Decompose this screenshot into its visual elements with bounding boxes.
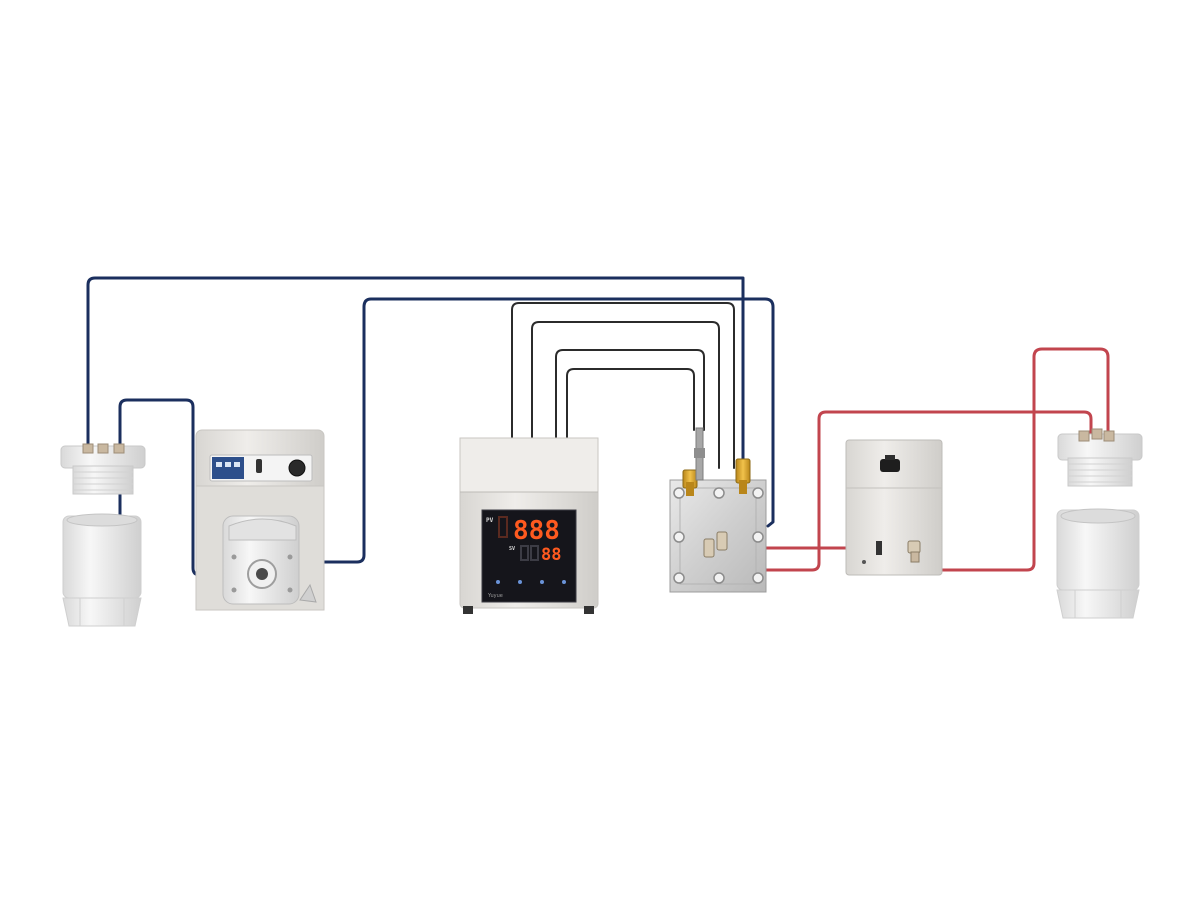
box-connector-icon [880, 459, 900, 472]
blue-tube-pump-to-cell [302, 297, 775, 564]
wire-2 [531, 321, 720, 469]
cell-bolt [752, 487, 764, 499]
peristaltic-pump [195, 429, 325, 611]
control-box [845, 439, 943, 576]
thermocouple-probe [694, 427, 705, 481]
cell-bolt [673, 531, 685, 543]
controller-display-panel: PV 888 SV 88 Yuyue [481, 509, 577, 603]
sv-tag: SV [509, 546, 515, 552]
blue-tubing [86, 276, 775, 577]
sv-readout: 88 [541, 545, 561, 565]
cell-bolt [752, 572, 764, 584]
cell-bolt [713, 572, 725, 584]
cell-bolt [673, 572, 685, 584]
wire-3 [555, 349, 705, 439]
cell-bolt [713, 487, 725, 499]
reservoir-bottle [1056, 508, 1140, 619]
blue-tube-top-loop [86, 276, 745, 470]
left-reservoir [60, 443, 146, 627]
electrode-terminal-icon [735, 458, 751, 494]
temperature-controller: PV 888 SV 88 Yuyue [459, 437, 599, 614]
pump-panel-strip [212, 457, 244, 479]
controller-button-1[interactable] [496, 580, 500, 584]
cell-bolt [752, 531, 764, 543]
controller-brand: Yuyue [487, 593, 503, 599]
right-reservoir [1056, 428, 1143, 619]
pv-tag: PV [486, 517, 494, 524]
cell-bolt [673, 487, 685, 499]
controller-button-4[interactable] [562, 580, 566, 584]
cell-fitting [703, 531, 728, 558]
rotary-knob-icon[interactable] [288, 459, 306, 477]
reservoir-cap [1057, 428, 1143, 487]
wire-4 [566, 368, 695, 439]
controller-button-3[interactable] [540, 580, 544, 584]
wire-1 [511, 302, 735, 469]
peristaltic-pump-head-icon [222, 515, 300, 605]
controller-wires [511, 302, 735, 469]
reservoir-bottle [62, 513, 142, 627]
flow-cell [669, 427, 767, 593]
blue-tube-reservoir-to-pump [118, 398, 228, 577]
controller-button-2[interactable] [518, 580, 522, 584]
reservoir-cap [60, 443, 146, 495]
pv-readout: 888 [513, 516, 560, 546]
